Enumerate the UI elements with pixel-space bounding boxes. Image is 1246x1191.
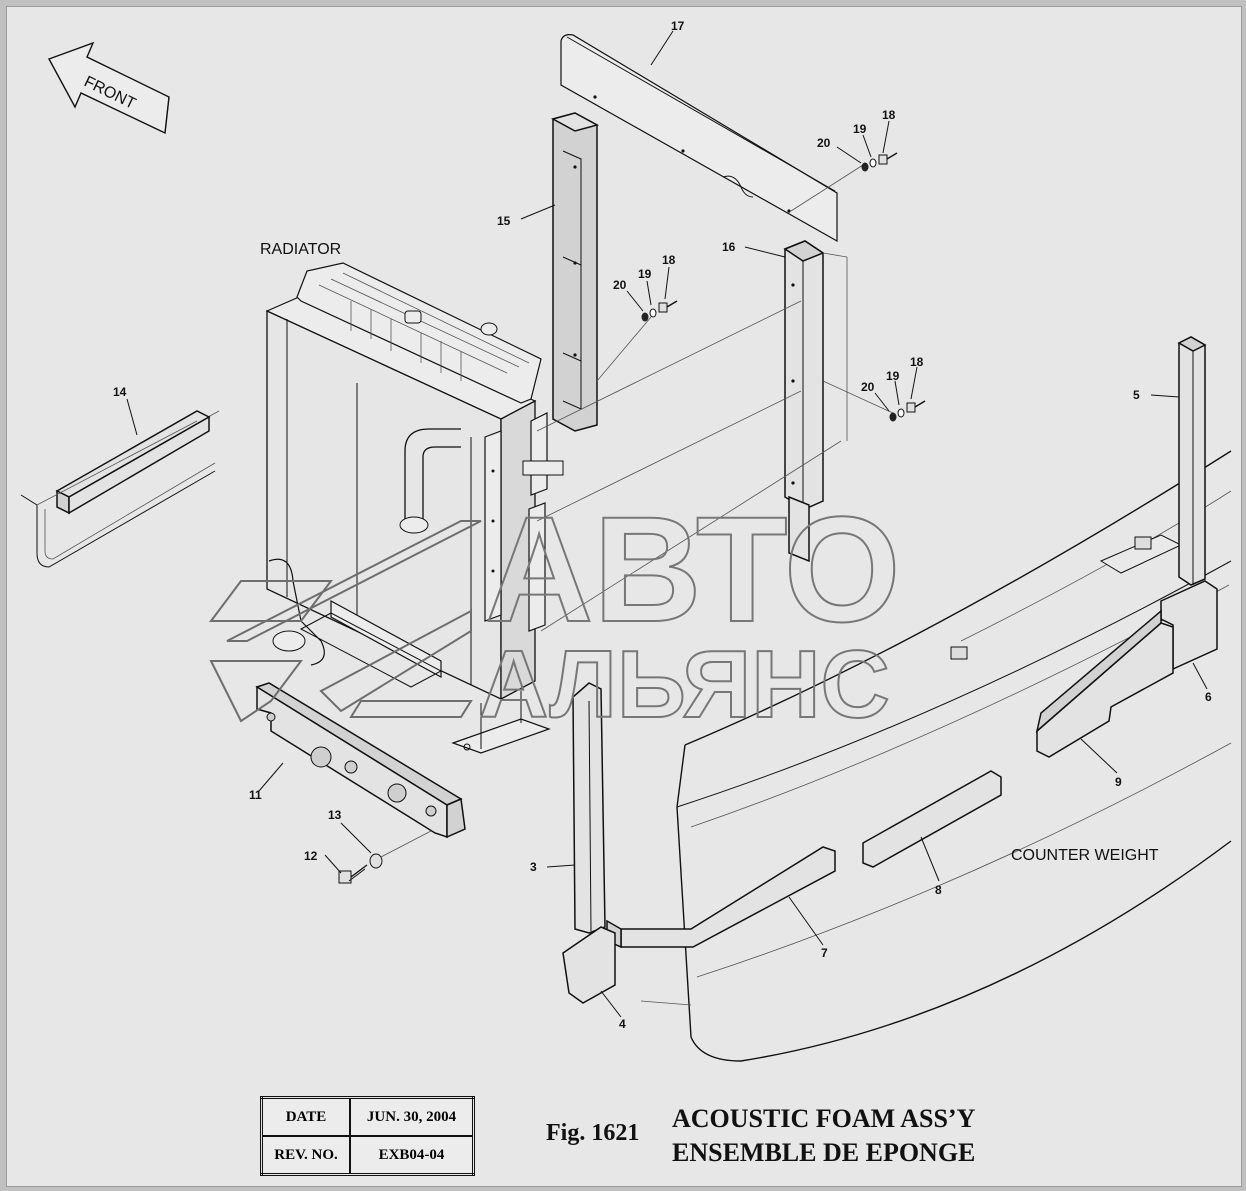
watermark-logo-icon [209,520,482,723]
revision-table: DATE JUN. 30, 2004 REV. NO. EXB04-04 [260,1096,475,1176]
callout-9: 9 [1115,775,1122,789]
figure-title-fr: ENSEMBLE DE EPONGE [672,1138,976,1167]
part-15-foam-strip [551,112,599,432]
date-label: DATE [260,1096,351,1137]
fastener-set-middle [641,300,678,322]
figure-title-en: ACOUSTIC FOAM ASS’Y [672,1104,976,1133]
callout-20-upper: 20 [817,136,831,150]
watermark-line1: АВТО [485,485,901,653]
callout-4: 4 [619,1017,626,1031]
part-7-foam-strip [606,846,836,949]
callout-18-middle: 18 [662,253,676,267]
callout-20-middle: 20 [613,278,627,292]
counterweight-label: COUNTER WEIGHT [1011,847,1159,864]
part-13-washer [369,830,432,869]
watermark: АВТО АЛЬЯНС [209,484,902,739]
callout-11: 11 [249,788,262,802]
part-11-foam-panel [255,682,466,839]
part-17-top-panel [560,34,838,243]
assembly-guide-lines [196,164,894,632]
part-3-foam-strip [572,682,606,934]
date-row: DATE JUN. 30, 2004 [260,1096,475,1137]
rev-label: REV. NO. [260,1135,351,1176]
callout-19-right: 19 [886,369,900,383]
callout-leaders [126,30,1208,1018]
callout-14: 14 [113,385,127,399]
callout-16: 16 [722,240,736,254]
callout-15: 15 [497,214,511,228]
fastener-set-upper [861,152,898,172]
part-6-foam-corner [1160,580,1218,671]
counterweight-body [640,450,1232,1062]
rev-value: EXB04-04 [349,1135,475,1176]
date-value: JUN. 30, 2004 [349,1096,475,1137]
rev-row: REV. NO. EXB04-04 [260,1135,475,1176]
callout-8: 8 [935,883,942,897]
figure-number: Fig. 1621 [546,1120,640,1146]
callout-3: 3 [530,860,537,874]
drawing-sheet: FRONT [6,6,1242,1187]
fastener-set-right [889,400,926,422]
callout-18-upper: 18 [882,108,896,122]
radiator-assembly [265,262,564,754]
callout-19-upper: 19 [853,122,867,136]
part-12-bolt [338,864,368,884]
exploded-parts-diagram: FRONT [20,19,1232,1062]
callout-7: 7 [821,946,828,960]
callout-18-right: 18 [910,355,924,369]
callout-5: 5 [1133,388,1140,402]
callout-17: 17 [671,19,685,33]
callout-6: 6 [1205,690,1212,704]
figure-title: ACOUSTIC FOAM ASS’Y ENSEMBLE DE EPONGE [672,1102,975,1170]
part-16-foam-strip [783,240,848,563]
part-5-foam-strip [1177,336,1207,586]
callout-12: 12 [304,849,318,863]
callout-20-right: 20 [861,380,875,394]
front-arrow-icon: FRONT [47,41,170,135]
callout-13: 13 [328,808,342,822]
part-4-foam-corner [562,926,616,1004]
callout-19-middle: 19 [638,267,652,281]
part-9-foam-strip [1035,609,1174,758]
part-14-foam-angle [20,410,216,568]
watermark-line2: АЛЬЯНС [479,631,890,738]
radiator-label: RADIATOR [260,241,341,258]
part-8-foam-strip [862,770,1002,868]
